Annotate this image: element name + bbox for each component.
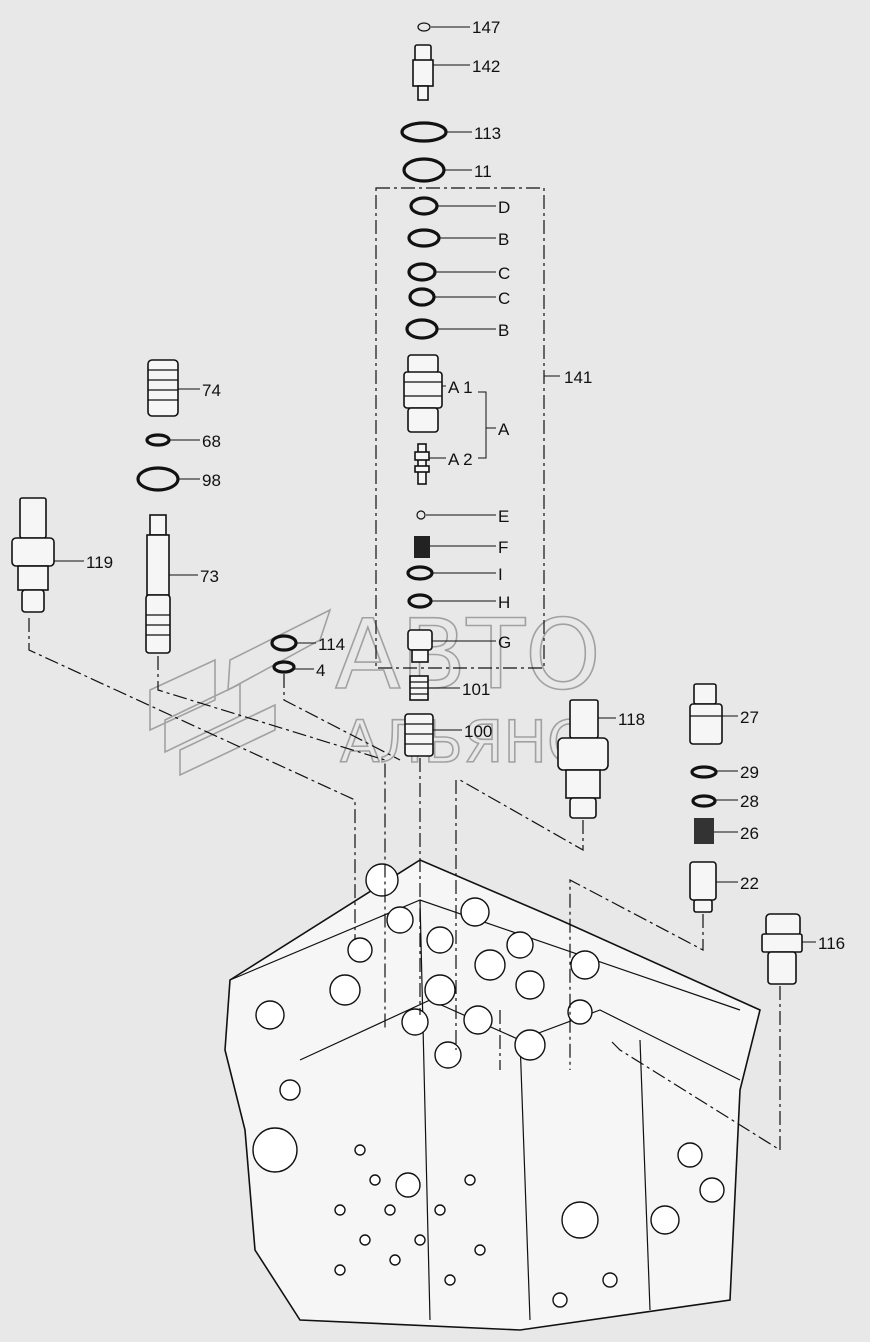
part-E-ball	[416, 510, 426, 520]
callout-73: 73	[200, 567, 219, 586]
callout-119: 119	[86, 553, 113, 572]
watermark-line1: АВТО	[335, 599, 601, 711]
part-114-ring	[270, 634, 298, 652]
callout-22: 22	[740, 874, 759, 893]
part-22-poppet	[689, 861, 717, 913]
stack-27-22	[689, 683, 723, 913]
part-27-plug	[689, 683, 723, 745]
callout-114: 114	[318, 635, 345, 654]
callout-74: 74	[202, 381, 221, 400]
part-A2-spool	[414, 443, 430, 485]
callout-28: 28	[740, 792, 759, 811]
callout-A2: A 2	[448, 450, 473, 469]
kit-141-boundary	[375, 187, 545, 669]
part-74-spring	[147, 359, 179, 417]
callout-68: 68	[202, 432, 221, 451]
part-D-ring	[409, 196, 439, 216]
watermark-line2: АЛЬЯНС	[340, 708, 588, 776]
part-11-ring	[402, 157, 446, 183]
part-I-ring	[406, 565, 434, 581]
callout-98: 98	[202, 471, 221, 490]
callout-26: 26	[740, 824, 759, 843]
part-G-plug	[407, 629, 433, 663]
part-4-ring	[272, 660, 296, 674]
part-100-cartridge	[404, 713, 434, 757]
callout-C-2: C	[498, 289, 510, 308]
watermark: АВТО АЛЬЯНС	[149, 598, 602, 777]
callout-116: 116	[818, 934, 845, 953]
callout-27: 27	[740, 708, 759, 727]
callout-labels: 147 142 113 11 D B C C B 141 A 1 A A 2 E…	[86, 18, 845, 953]
alignment-lines	[28, 618, 781, 1152]
part-101-spring	[409, 675, 429, 701]
callout-142: 142	[472, 57, 500, 76]
part-98-ring	[136, 466, 180, 492]
part-28-ring	[691, 794, 717, 808]
callout-100: 100	[464, 722, 492, 741]
callout-B-1: B	[498, 230, 509, 249]
callout-113: 113	[474, 124, 501, 143]
part-118-relief-valve	[557, 699, 609, 819]
part-C-ring-2	[408, 287, 436, 307]
callout-29: 29	[740, 763, 759, 782]
valve-body	[224, 859, 761, 1331]
callout-H: H	[498, 593, 510, 612]
callout-101: 101	[462, 680, 490, 699]
watermark-logo	[149, 608, 332, 777]
callout-F: F	[498, 538, 508, 557]
callout-B-2: B	[498, 321, 509, 340]
part-113-ring	[400, 121, 448, 143]
part-142-plug	[412, 44, 434, 101]
part-B-ring-2	[405, 318, 439, 340]
callout-A1: A 1	[448, 378, 473, 397]
part-116-plug	[761, 913, 803, 985]
part-F-spring	[414, 536, 430, 558]
stack-74-73	[136, 359, 180, 654]
callout-147: 147	[472, 18, 500, 37]
part-119-relief-valve	[11, 497, 55, 613]
callout-E: E	[498, 507, 509, 526]
callout-A: A	[498, 420, 510, 439]
leader-lines	[54, 26, 816, 943]
part-68-ring	[145, 433, 171, 447]
callout-118: 118	[618, 710, 645, 729]
callout-G: G	[498, 633, 511, 652]
callout-11: 11	[474, 162, 492, 181]
callout-141: 141	[564, 368, 592, 387]
callout-4: 4	[316, 661, 325, 680]
callout-D: D	[498, 198, 510, 217]
part-C-ring-1	[407, 262, 437, 282]
part-73-spool	[145, 514, 171, 654]
callout-I: I	[498, 565, 503, 584]
part-B-ring-1	[407, 228, 441, 248]
callout-C-1: C	[498, 264, 510, 283]
part-26-spring	[694, 818, 714, 844]
part-29-ring	[690, 765, 718, 779]
part-147-seal	[417, 22, 431, 32]
part-A1-sleeve	[403, 354, 443, 433]
